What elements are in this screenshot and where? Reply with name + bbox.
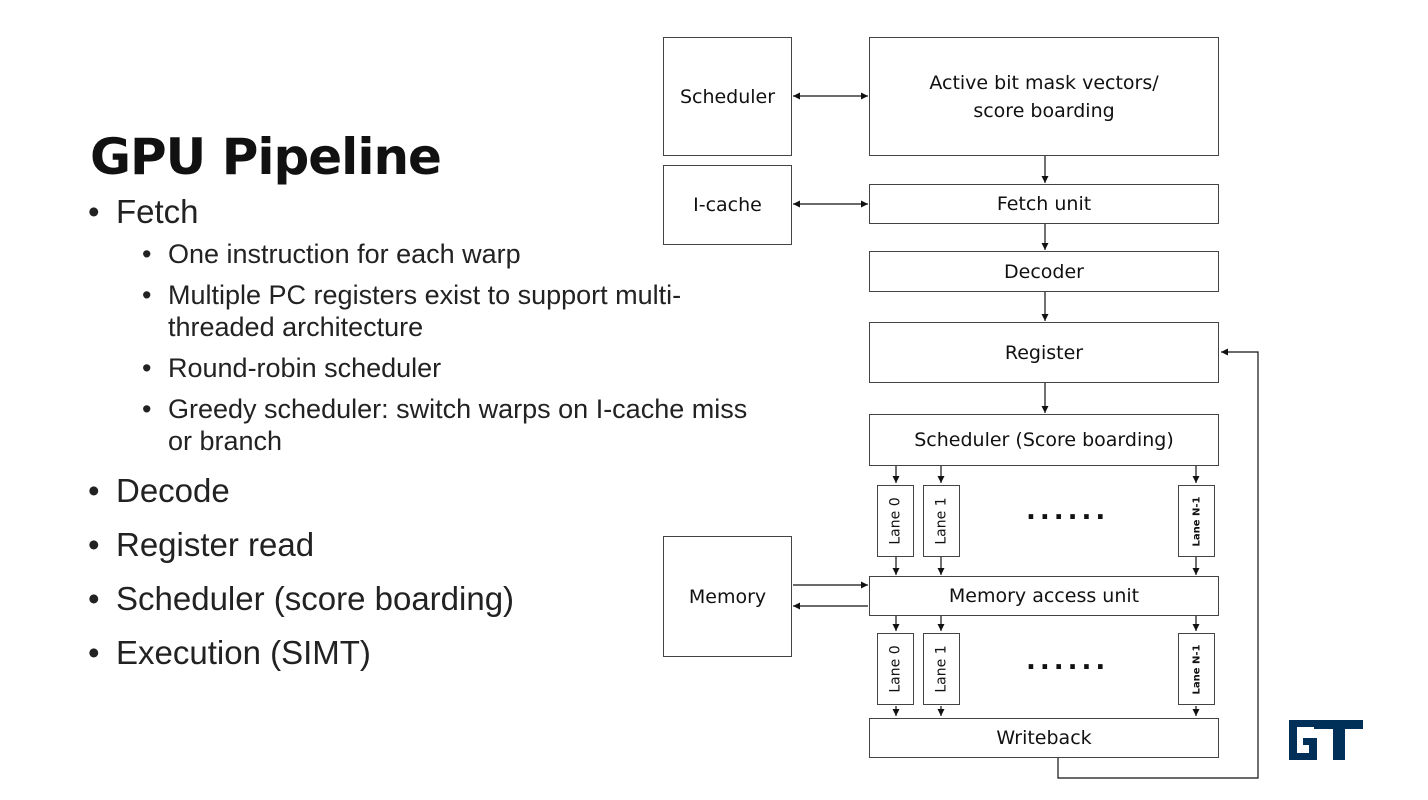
bullet-fetch-label: Fetch bbox=[116, 193, 199, 230]
scheduler-scoreboarding-box: Scheduler (Score boarding) bbox=[869, 414, 1219, 466]
lane-label: Lane 1 bbox=[933, 645, 950, 693]
bullet-register-read: Register read bbox=[88, 525, 768, 565]
lanes-ellipsis-bottom: ...... bbox=[1026, 646, 1110, 676]
arrow-writeback-feedback bbox=[1057, 348, 1259, 779]
slide-title: GPU Pipeline bbox=[90, 128, 442, 186]
writeback-box: Writeback bbox=[869, 718, 1219, 758]
sub-bullet: One instruction for each warp bbox=[142, 238, 768, 270]
sub-bullet: Multiple PC registers exist to support m… bbox=[142, 279, 768, 343]
lane-1-top: Lane 1 bbox=[923, 485, 960, 557]
scheduler-box: Scheduler bbox=[663, 37, 792, 156]
bullet-decode: Decode bbox=[88, 471, 768, 511]
lane-n-bottom: Lane N-1 bbox=[1178, 633, 1215, 705]
georgia-tech-logo bbox=[1289, 720, 1363, 760]
lane-0-top: Lane 0 bbox=[877, 485, 914, 557]
lane-label: Lane 1 bbox=[933, 497, 950, 545]
memory-box: Memory bbox=[663, 536, 792, 657]
bullet-list: Fetch One instruction for each warp Mult… bbox=[88, 192, 768, 687]
decoder-box: Decoder bbox=[869, 251, 1219, 292]
lane-label: Lane 0 bbox=[887, 497, 904, 545]
bullet-fetch: Fetch One instruction for each warp Mult… bbox=[88, 192, 768, 457]
sub-bullet: Greedy scheduler: switch warps on I-cach… bbox=[142, 393, 768, 457]
bullet-execution: Execution (SIMT) bbox=[88, 633, 768, 673]
fetch-unit-box: Fetch unit bbox=[869, 184, 1219, 224]
lane-label: Lane N-1 bbox=[1191, 496, 1203, 546]
icache-box: I-cache bbox=[663, 165, 792, 245]
active-mask-box: Active bit mask vectors/ score boarding bbox=[869, 37, 1219, 156]
bullet-scheduler: Scheduler (score boarding) bbox=[88, 579, 768, 619]
lane-label: Lane 0 bbox=[887, 645, 904, 693]
lane-0-bottom: Lane 0 bbox=[877, 633, 914, 705]
sub-bullet: Round-robin scheduler bbox=[142, 352, 768, 384]
memory-access-unit-box: Memory access unit bbox=[869, 576, 1219, 616]
lane-n-top: Lane N-1 bbox=[1178, 485, 1215, 557]
lane-label: Lane N-1 bbox=[1191, 644, 1203, 694]
lanes-ellipsis-top: ...... bbox=[1026, 496, 1110, 526]
fetch-sub-list: One instruction for each warp Multiple P… bbox=[116, 238, 768, 457]
lane-1-bottom: Lane 1 bbox=[923, 633, 960, 705]
register-box: Register bbox=[869, 322, 1219, 383]
